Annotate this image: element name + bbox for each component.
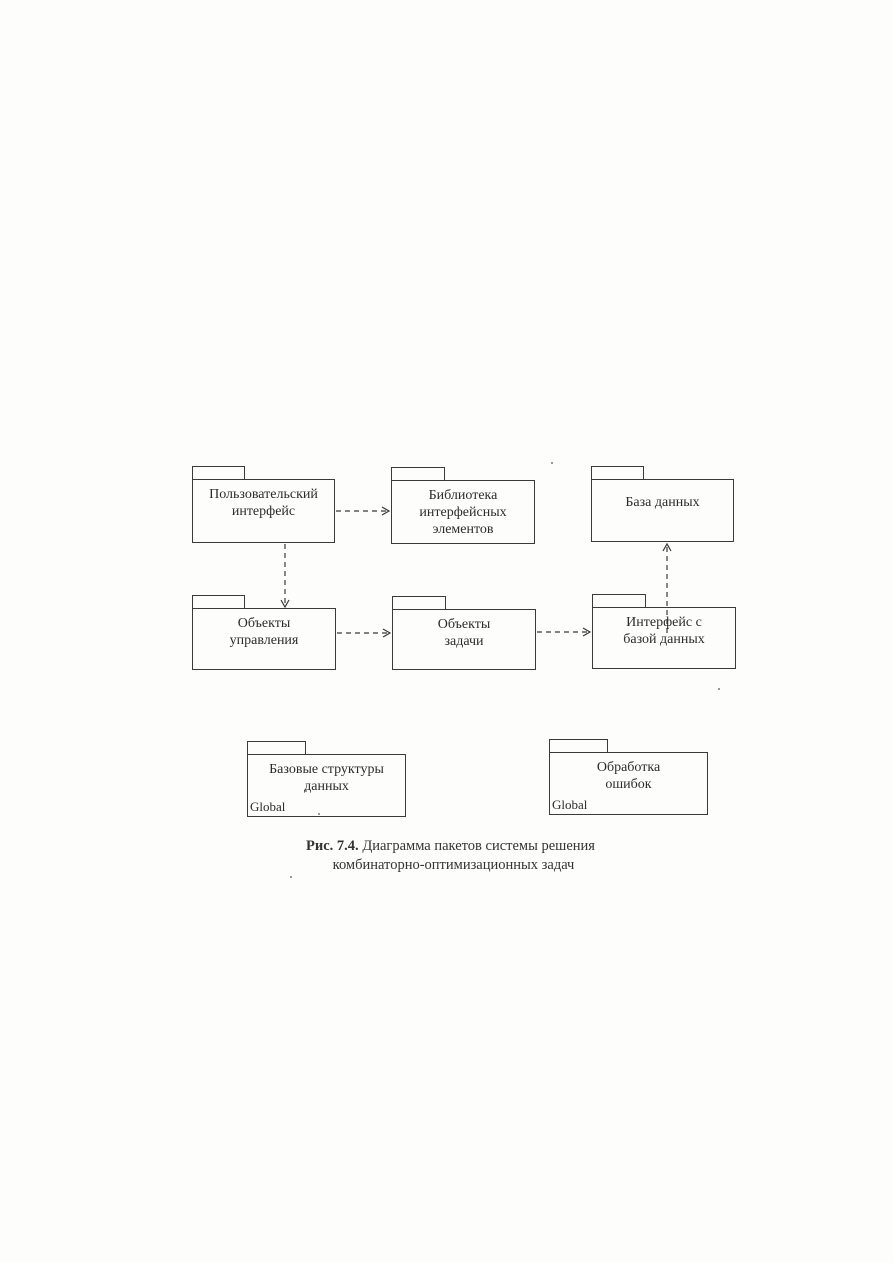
package-name: Библиотека интерфейсных элементов — [419, 488, 507, 537]
caption-line-2: комбинаторно-оптимизационных задач — [0, 856, 893, 875]
package-tab — [392, 596, 446, 609]
caption-text-line-1: Диаграмма пакетов системы решения — [362, 838, 595, 854]
package-tab — [192, 595, 245, 608]
scan-speck — [718, 688, 720, 690]
figure-caption: Рис. 7.4. Диаграмма пакетов системы реше… — [0, 837, 893, 875]
package-tab — [549, 739, 608, 752]
scan-speck — [290, 876, 292, 878]
package-name: Объекты задачи — [437, 617, 491, 649]
caption-label: Рис. 7.4. — [306, 838, 359, 854]
package-tab — [247, 741, 306, 754]
package-body: Библиотека интерфейсных элементов — [391, 480, 535, 544]
package-body: Пользовательский интерфейс — [192, 479, 335, 543]
package-error-handling: Обработка ошибок Global — [549, 739, 708, 815]
package-tab — [592, 594, 646, 607]
package-body: Объекты управления — [192, 608, 336, 670]
scan-speck — [551, 462, 553, 464]
package-user-interface: Пользовательский интерфейс — [192, 466, 335, 543]
scan-speck — [318, 813, 320, 815]
package-body: Интерфейс с базой данных — [592, 607, 736, 669]
package-tab — [192, 466, 245, 479]
caption-line-1: Рис. 7.4. Диаграмма пакетов системы реше… — [0, 837, 893, 856]
package-name: Объекты управления — [229, 616, 299, 648]
package-body: Обработка ошибок Global — [549, 752, 708, 815]
package-tab — [591, 466, 644, 479]
package-task-objects: Объекты задачи — [392, 596, 536, 670]
caption-text-line-2: комбинаторно-оптимизационных задач — [332, 857, 575, 873]
package-stereotype-tag: Global — [250, 799, 286, 814]
package-base-structures: Базовые структуры данных Global — [247, 741, 406, 817]
package-body: База данных — [591, 479, 734, 542]
package-db-interface: Интерфейс с базой данных — [592, 594, 736, 669]
package-name: Пользовательский интерфейс — [209, 487, 318, 519]
package-name: База данных — [625, 495, 700, 510]
package-database: База данных — [591, 466, 734, 542]
package-stereotype-tag: Global — [552, 797, 588, 812]
package-name: Базовые структуры данных — [269, 762, 384, 794]
package-name: Интерфейс с базой данных — [623, 615, 705, 647]
scan-speck — [305, 790, 307, 792]
package-body: Объекты задачи — [392, 609, 536, 670]
package-tab — [391, 467, 445, 480]
package-ui-library: Библиотека интерфейсных элементов — [391, 467, 535, 544]
package-control-objects: Объекты управления — [192, 595, 336, 670]
package-body: Базовые структуры данных Global — [247, 754, 406, 817]
package-name: Обработка ошибок — [596, 760, 661, 792]
